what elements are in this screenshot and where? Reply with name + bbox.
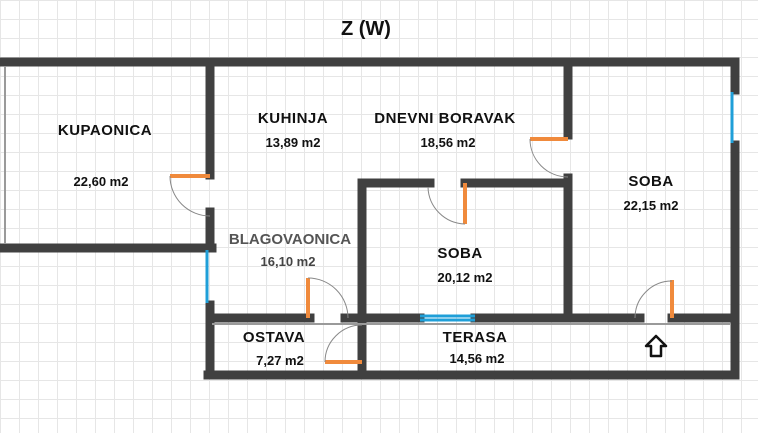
doors: [169, 137, 674, 364]
room-labels: KUPAONICA 22,60 m2 KUHINJA 13,89 m2 DNEV…: [58, 110, 679, 368]
room-area: 14,56 m2: [450, 351, 505, 366]
door-blagovaonica-swing: [307, 277, 349, 319]
room-name: KUHINJA: [258, 110, 328, 127]
room-soba-east: SOBA 22,15 m2: [624, 173, 679, 213]
room-area: 7,27 m2: [256, 353, 304, 368]
room-name: KUPAONICA: [58, 122, 152, 139]
room-area: 13,89 m2: [266, 135, 321, 150]
door-ostava-swing: [324, 324, 363, 363]
room-soba-center: SOBA 20,12 m2: [437, 245, 492, 285]
up-arrow-icon: [644, 334, 668, 358]
room-area: 22,60 m2: [74, 174, 129, 189]
room-area: 20,12 m2: [438, 270, 493, 285]
room-name: SOBA: [628, 173, 673, 190]
room-kuhinja: KUHINJA 13,89 m2: [258, 110, 328, 150]
door-soba-center-swing: [427, 186, 466, 225]
room-name: BLAGOVAONICA: [229, 231, 351, 248]
windows: [205, 92, 734, 322]
room-terasa: TERASA 14,56 m2: [443, 329, 508, 366]
room-area: 18,56 m2: [421, 135, 476, 150]
room-ostava: OSTAVA 7,27 m2: [243, 329, 305, 368]
plan-title: Z (W): [341, 18, 391, 40]
walls: [0, 57, 740, 380]
room-area: 16,10 m2: [261, 254, 316, 269]
room-dnevni-boravak: DNEVNI BORAVAK 18,56 m2: [374, 110, 515, 150]
inner-lines: [4, 66, 730, 325]
door-soba-east-swing: [634, 280, 673, 319]
room-kupaonica: KUPAONICA 22,60 m2: [58, 122, 152, 189]
door-dnevni-swing: [529, 138, 569, 178]
door-kupaonica-swing: [169, 175, 211, 217]
room-name: TERASA: [443, 329, 508, 346]
room-area: 22,15 m2: [624, 198, 679, 213]
room-blagovaonica: BLAGOVAONICA 16,10 m2: [229, 231, 351, 269]
room-name: OSTAVA: [243, 329, 305, 346]
room-name: SOBA: [437, 245, 482, 262]
room-name: DNEVNI BORAVAK: [374, 110, 515, 127]
